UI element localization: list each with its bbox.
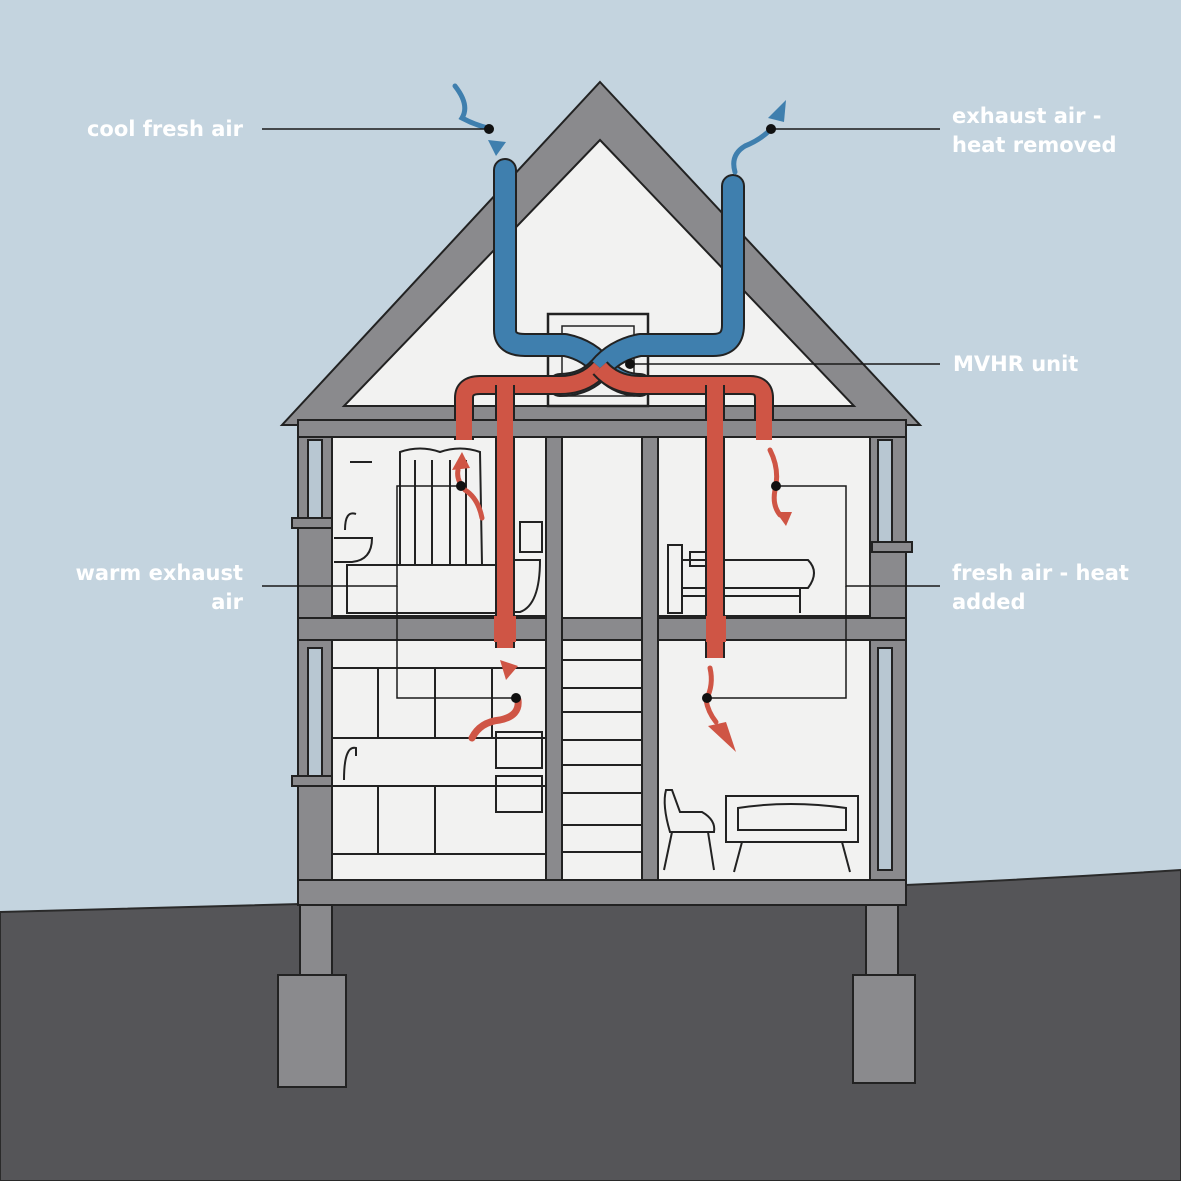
attic-floor: [297, 419, 907, 438]
ground: [0, 868, 1181, 1181]
label-cool-fresh-air: cool fresh air: [87, 115, 243, 144]
label-warm-exhaust-air: warm exhaust air: [75, 559, 243, 617]
label-dots: [456, 124, 781, 703]
label-text: cool fresh air: [86, 117, 243, 141]
leader-lines: [262, 128, 940, 699]
right-pier: [865, 894, 899, 986]
stair-wall-right: [641, 436, 659, 881]
label-line-1: fresh air - heat: [952, 561, 1129, 585]
label-fresh-air-heat-added: fresh air - heat added: [952, 559, 1129, 617]
stair-wall-left: [545, 436, 563, 881]
windows: [307, 439, 893, 871]
label-line-2: heat removed: [952, 133, 1117, 157]
kitchen: [331, 639, 547, 881]
living-room: [651, 639, 871, 881]
label-exhaust-air: exhaust air - heat removed: [952, 102, 1117, 160]
label-line-1: exhaust air -: [952, 104, 1102, 128]
right-footing: [852, 974, 916, 1084]
label-line-2: air: [211, 590, 243, 614]
label-line-1: warm exhaust: [75, 561, 243, 585]
living-furniture: [663, 789, 859, 873]
label-text: MVHR unit: [953, 352, 1079, 376]
first-floor-slab: [297, 617, 907, 641]
stairwell: [561, 436, 643, 881]
label-line-2: added: [952, 590, 1026, 614]
kitchen-cabinets: [331, 667, 547, 855]
left-pier: [299, 894, 333, 986]
ground-slab: [297, 879, 907, 906]
label-mvhr-unit: MVHR unit: [953, 350, 1078, 379]
bedroom: [657, 436, 871, 617]
left-footing: [277, 974, 347, 1088]
cold-airflow-arrows: [452, 83, 786, 175]
